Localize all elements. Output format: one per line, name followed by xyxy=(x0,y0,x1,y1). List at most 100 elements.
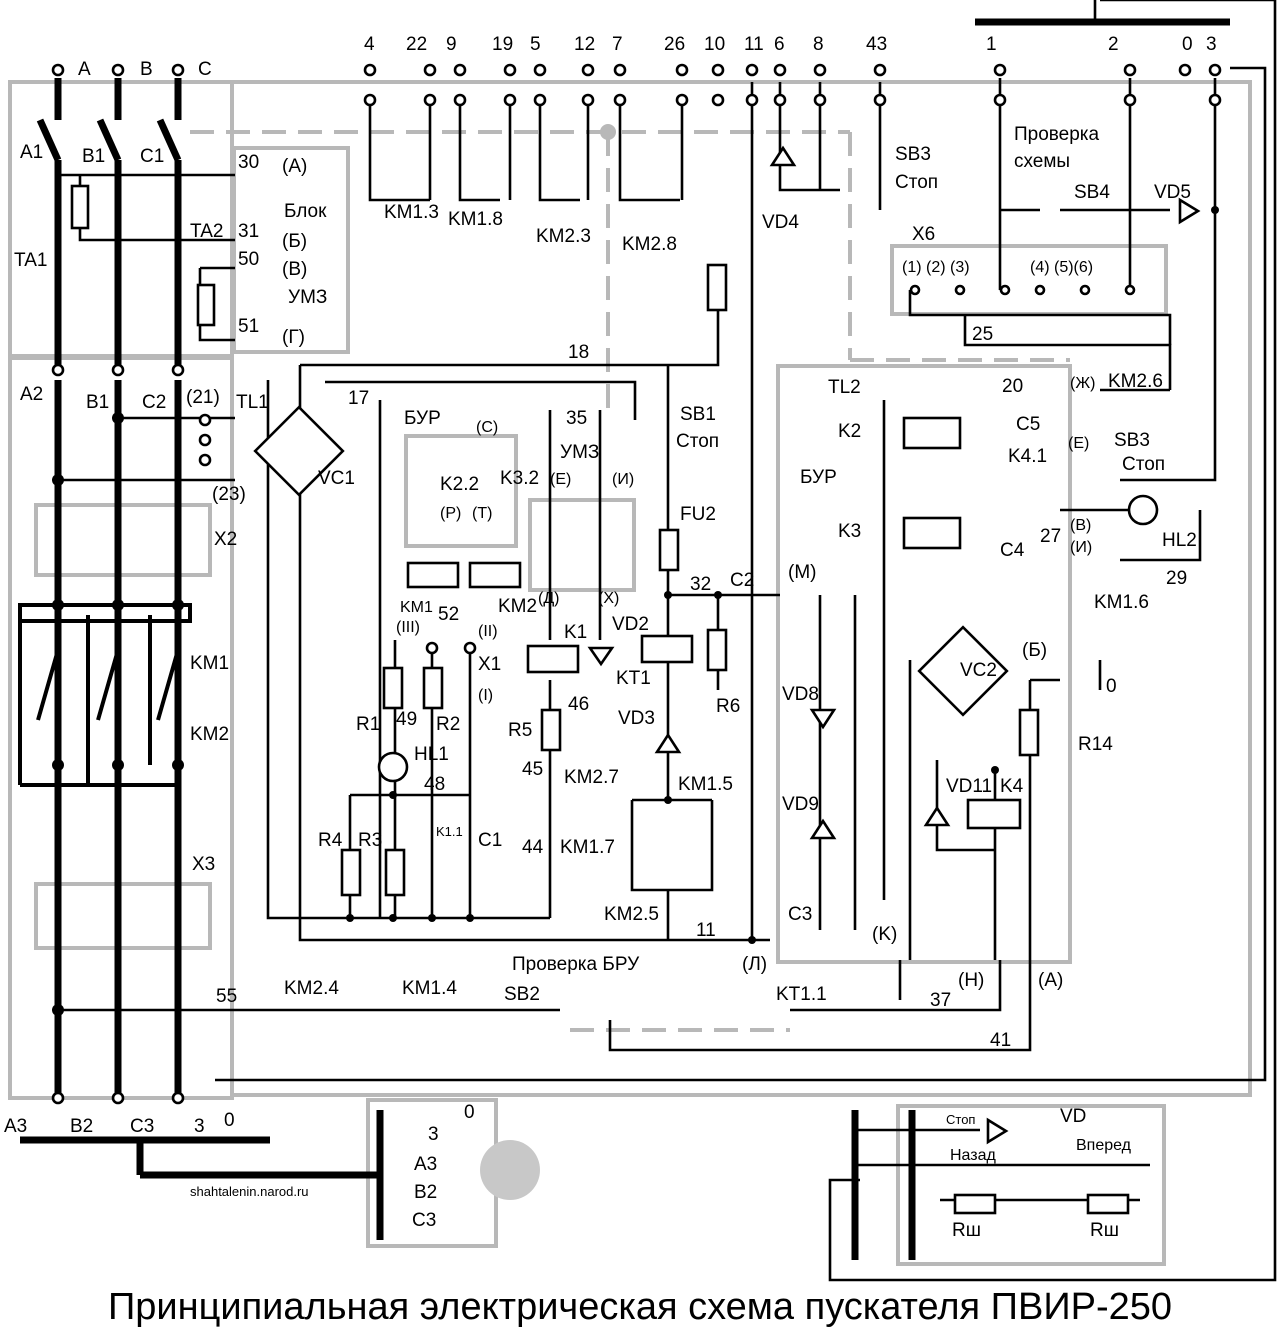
label-ta1: TA1 xyxy=(14,250,47,271)
terminal-22-label: 22 xyxy=(406,34,427,55)
label-pin-ii: (II) xyxy=(478,623,498,640)
coil-k4 xyxy=(966,798,1022,830)
label-31: 31 xyxy=(238,221,259,242)
label-35: 35 xyxy=(566,408,587,429)
diode-vd9 xyxy=(809,818,837,840)
label-c5: C5 xyxy=(1016,414,1040,435)
label-pin-23: (23) xyxy=(212,484,246,505)
label-c1: C1 xyxy=(140,146,164,167)
terminal-19-label: 19 xyxy=(492,34,513,55)
label-pin-i-roman: (I) xyxy=(478,687,493,704)
label-switch-a3: A3 xyxy=(414,1154,437,1175)
label-stop-3: Стоп xyxy=(1122,454,1165,475)
terminal-10-label: 10 xyxy=(704,34,725,55)
label-km1-7: KM1.7 xyxy=(560,837,615,858)
label-vd: VD xyxy=(1060,1106,1086,1127)
label-0-bus: 0 xyxy=(224,1110,235,1131)
label-km1-4: KM1.4 xyxy=(402,978,457,999)
label-km2-4: KM2.4 xyxy=(284,978,339,999)
label-vd9: VD9 xyxy=(782,794,819,815)
label-check-2: схемы xyxy=(1014,151,1070,172)
label-vd2: VD2 xyxy=(612,614,649,635)
label-k3-2: K3.2 xyxy=(500,468,539,489)
label-km1-8: KM1.8 xyxy=(448,209,503,230)
label-44: 44 xyxy=(522,837,544,858)
label-18: 18 xyxy=(568,342,589,363)
label-29: 29 xyxy=(1166,568,1187,589)
label-km2-3: KM2.3 xyxy=(536,226,591,247)
lamp-hl2 xyxy=(1127,494,1159,526)
terminal-6-label: 6 xyxy=(774,34,785,55)
label-45: 45 xyxy=(522,759,543,780)
diode-vd4 xyxy=(769,145,797,167)
label-c3-bus: C3 xyxy=(130,1116,154,1137)
fuse-fu2 xyxy=(658,528,680,572)
label-rsh-1: Rш xyxy=(952,1220,981,1241)
label-pin-e: (E) xyxy=(550,471,571,488)
terminal-9-label: 9 xyxy=(446,34,457,55)
relay-k2 xyxy=(902,416,962,450)
label-x6-pins-a: (1) (2) (3) xyxy=(902,259,970,276)
label-k4: K4 xyxy=(1000,776,1024,797)
label-km2-main: KM2 xyxy=(190,724,229,745)
diode-vd3 xyxy=(654,732,682,754)
coil-k1 xyxy=(526,644,580,674)
label-pin-v-2: (B) xyxy=(1070,517,1091,534)
phase-b-label: B xyxy=(140,59,153,80)
label-pin-r: (P) xyxy=(440,505,461,522)
label-pin-c: (C) xyxy=(476,419,498,436)
label-k2: K2 xyxy=(838,421,861,442)
label-c2: C2 xyxy=(142,392,166,413)
label-x3: X3 xyxy=(192,854,215,875)
label-pin-b: (Б) xyxy=(282,231,307,252)
label-50: 50 xyxy=(238,249,259,270)
label-11: 11 xyxy=(696,920,716,941)
terminal-5-label: 5 xyxy=(530,34,541,55)
lamp-hl1 xyxy=(377,751,409,783)
label-vd5: VD5 xyxy=(1154,182,1191,203)
label-km1-coil: KM1 xyxy=(400,599,433,616)
label-r1: R1 xyxy=(356,714,380,735)
relay-k3 xyxy=(902,516,962,550)
label-kt1: KT1 xyxy=(616,668,651,689)
label-rsh-2: Rш xyxy=(1090,1220,1119,1241)
label-umz-2: УМЗ xyxy=(560,442,599,463)
label-km1-5: KM1.5 xyxy=(678,774,733,795)
label-km2-7: KM2.7 xyxy=(564,767,619,788)
label-46: 46 xyxy=(568,694,589,715)
label-27: 27 xyxy=(1040,526,1061,547)
label-c4: C4 xyxy=(1000,540,1025,561)
label-bur-2: БУР xyxy=(800,467,837,488)
label-pin-a-2: (A) xyxy=(1038,970,1063,991)
label-stop-2: Стоп xyxy=(676,431,719,452)
label-hl2: HL2 xyxy=(1162,530,1197,551)
label-30: 30 xyxy=(238,152,259,173)
resistor-r5 xyxy=(540,708,562,752)
label-km1-3: KM1.3 xyxy=(384,202,439,223)
reversing-contactors xyxy=(18,603,192,787)
label-49: 49 xyxy=(396,709,417,730)
label-r6: R6 xyxy=(716,696,740,717)
label-25: 25 xyxy=(972,324,993,345)
label-pin-k: (K) xyxy=(872,924,897,945)
label-r14: R14 xyxy=(1078,734,1113,755)
link-node xyxy=(600,124,616,140)
label-sb2: SB2 xyxy=(504,984,540,1005)
junction-dots xyxy=(52,206,1219,1016)
label-52: 52 xyxy=(438,604,459,625)
label-km2-8: KM2.8 xyxy=(622,234,677,255)
label-a3: A3 xyxy=(4,1116,27,1137)
label-37: 37 xyxy=(930,990,951,1011)
label-tl1: TL1 xyxy=(236,392,269,413)
diode-vd8 xyxy=(809,708,837,730)
label-55: 55 xyxy=(216,986,237,1007)
resistor-rsh2 xyxy=(1086,1193,1130,1215)
label-51: 51 xyxy=(238,316,259,337)
label-vc1: VC1 xyxy=(318,468,355,489)
label-hl1: HL1 xyxy=(414,744,449,765)
resistor-rsh1 xyxy=(953,1193,997,1215)
label-kt1-1: KT1.1 xyxy=(776,984,827,1005)
diode-vd11 xyxy=(923,805,951,827)
label-umz: УМЗ xyxy=(288,287,327,308)
label-pin-zh: (Ж) xyxy=(1070,375,1095,392)
